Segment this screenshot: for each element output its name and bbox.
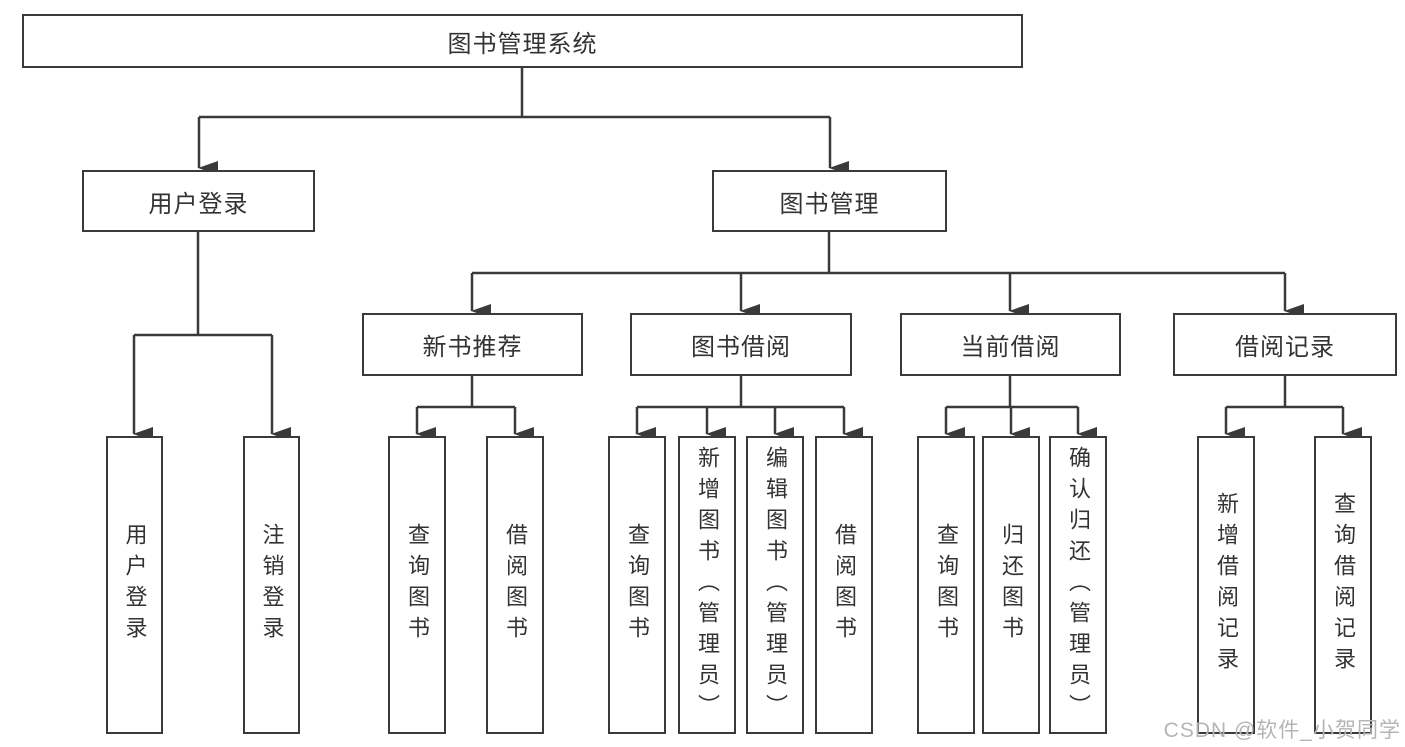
node-current-borrow-label: 当前借阅 [960, 334, 1061, 361]
connector-new-book-group [417, 376, 515, 409]
node-new-book-recommend: 新书推荐 [362, 313, 583, 376]
leaf-add-borrow-record: 新增借阅记录 [1197, 436, 1255, 734]
leaf-edit-book-admin-label: 编辑图书（管理员） [763, 445, 788, 725]
leaf-logout-label: 注销登录 [259, 523, 285, 647]
leaf-query-books-borrow-label: 查询图书 [625, 523, 650, 647]
node-library-system-label: 图书管理系统 [447, 30, 598, 58]
leaf-query-borrow-record: 查询借阅记录 [1314, 436, 1372, 734]
leaf-query-books-recommend: 查询图书 [388, 436, 446, 734]
connector-borrow-record-group [1226, 376, 1343, 409]
leaf-return-book: 归还图书 [982, 436, 1040, 734]
node-current-borrow: 当前借阅 [900, 313, 1121, 376]
leaf-user-login-label: 用户登录 [122, 523, 148, 647]
node-user-login: 用户登录 [82, 170, 315, 232]
node-book-borrow-label: 图书借阅 [691, 334, 791, 361]
leaf-query-books-borrow: 查询图书 [608, 436, 666, 734]
leaf-user-login: 用户登录 [106, 436, 163, 734]
connector-root-to-level2 [199, 68, 830, 119]
node-book-management-label: 图书管理 [779, 190, 880, 218]
csdn-watermark: CSDN @软件_小贺同学 [1163, 719, 1401, 742]
node-new-book-recommend-label: 新书推荐 [422, 334, 523, 361]
leaf-query-borrow-record-label: 查询借阅记录 [1331, 492, 1356, 678]
leaf-query-books-recommend-label: 查询图书 [405, 523, 430, 647]
connector-book-mgmt-group [472, 232, 1285, 275]
leaf-add-borrow-record-label: 新增借阅记录 [1214, 492, 1239, 678]
node-library-system: 图书管理系统 [22, 14, 1023, 68]
leaf-edit-book-admin: 编辑图书（管理员） [746, 436, 804, 734]
leaf-add-book-admin: 新增图书（管理员） [678, 436, 736, 734]
node-borrow-records: 借阅记录 [1173, 313, 1397, 376]
connector-user-login-group [134, 232, 272, 337]
connector-book-borrow-group [637, 376, 844, 409]
leaf-query-books-current: 查询图书 [917, 436, 975, 734]
leaf-return-book-label: 归还图书 [999, 523, 1024, 647]
node-book-borrow: 图书借阅 [630, 313, 852, 376]
leaf-query-books-current-label: 查询图书 [934, 523, 959, 647]
leaf-confirm-return-admin-label: 确认归还（管理员） [1066, 445, 1091, 725]
leaf-add-book-admin-label: 新增图书（管理员） [695, 445, 720, 725]
leaf-borrow-books-label: 借阅图书 [832, 523, 857, 647]
node-borrow-records-label: 借阅记录 [1235, 334, 1335, 361]
leaf-confirm-return-admin: 确认归还（管理员） [1049, 436, 1107, 734]
node-user-login-label: 用户登录 [148, 190, 249, 218]
leaf-borrow-books-recommend-label: 借阅图书 [503, 523, 528, 647]
connector-current-borrow-group [946, 376, 1078, 409]
node-book-management: 图书管理 [712, 170, 947, 232]
leaf-borrow-books: 借阅图书 [815, 436, 873, 734]
leaf-logout: 注销登录 [243, 436, 300, 734]
leaf-borrow-books-recommend: 借阅图书 [486, 436, 544, 734]
